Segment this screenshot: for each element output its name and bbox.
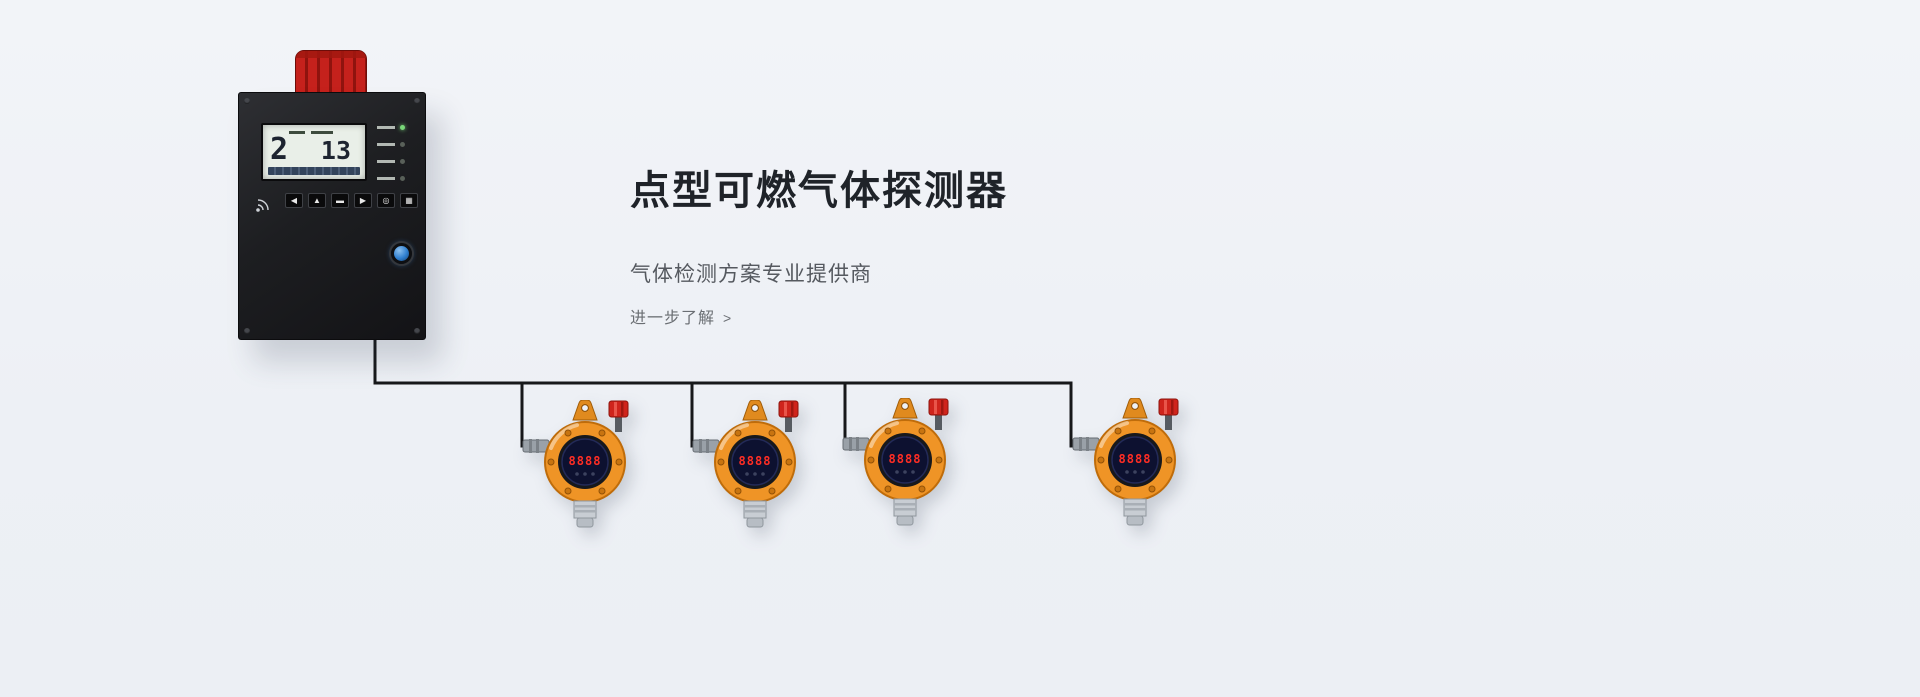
lcd-label	[289, 131, 305, 134]
cable-gland	[522, 439, 550, 453]
body-highlight	[549, 423, 579, 450]
screw-icon	[414, 328, 420, 334]
display-buttons	[575, 472, 595, 476]
body-highlight	[1099, 421, 1129, 448]
alarm-beacon	[295, 50, 367, 96]
gas-detector: 8888	[515, 399, 655, 530]
display-window	[731, 438, 779, 486]
status-indicator-panel	[377, 125, 415, 181]
display-window	[881, 436, 929, 484]
led-readout: 8888	[889, 452, 922, 466]
key-grid-icon: ▦	[400, 193, 418, 208]
key-menu-icon: ▬	[331, 193, 349, 208]
flange-bolts	[717, 429, 793, 495]
sensor-head	[1123, 498, 1147, 526]
product-subtitle: 气体检测方案专业提供商	[630, 263, 872, 286]
screw-icon	[244, 328, 250, 334]
bracket-hole	[1131, 402, 1139, 410]
key-left-icon: ◀	[285, 193, 303, 208]
body-highlight	[719, 423, 749, 450]
sensor-head	[893, 498, 917, 526]
bracket-hole	[581, 404, 589, 412]
body-highlight	[869, 421, 899, 448]
power-button	[391, 243, 412, 264]
indicator-label	[377, 126, 395, 129]
screw-icon	[244, 98, 250, 104]
display-buttons	[895, 470, 915, 474]
bracket-hole	[901, 402, 909, 410]
gas-detector: 8888	[835, 397, 975, 528]
led-indicator	[400, 176, 405, 181]
cable-gland	[842, 437, 870, 451]
led-indicator	[400, 159, 405, 164]
lcd-value-left: 2	[270, 132, 289, 167]
beacon-stalk	[1165, 412, 1172, 430]
beacon-stalk	[935, 412, 942, 430]
display-buttons	[745, 472, 765, 476]
gas-detector: 8888	[685, 399, 825, 530]
lcd-label	[311, 131, 333, 134]
beacon-stalk	[785, 414, 792, 432]
alarm-beacon-icon	[928, 398, 949, 416]
display-window	[561, 438, 609, 486]
gas-alarm-controller: 2 13 ◀ ▲ ▬ ▶ ◎ ▦	[238, 92, 426, 340]
learn-more-label: 进一步了解	[630, 310, 716, 327]
product-title: 点型可燃气体探测器	[630, 169, 1008, 213]
indicator-label	[377, 143, 395, 146]
cable-gland	[1072, 437, 1100, 451]
gas-detector-graphic: 8888	[522, 399, 629, 528]
led-readout: 8888	[1119, 452, 1152, 466]
hero-text-block: 点型可燃气体探测器 气体检测方案专业提供商 进一步了解 >	[630, 158, 1008, 328]
screw-icon	[414, 98, 420, 104]
beacon-stalk	[615, 414, 622, 432]
learn-more-link[interactable]: 进一步了解 >	[630, 304, 732, 328]
buzzer-icon	[256, 199, 269, 212]
display-window	[1111, 436, 1159, 484]
gas-detector-graphic: 8888	[692, 399, 799, 528]
alarm-beacon-icon	[778, 400, 799, 418]
indicator-label	[377, 160, 395, 163]
led-indicator	[400, 142, 405, 147]
flange-bolts	[867, 427, 943, 493]
led-readout: 8888	[739, 454, 772, 468]
chevron-right-icon: >	[723, 310, 733, 326]
lcd-value-right: 13	[320, 136, 351, 165]
cable-gland	[692, 439, 720, 453]
display-buttons	[1125, 470, 1145, 474]
alarm-beacon-icon	[1158, 398, 1179, 416]
lcd-status-strip	[268, 167, 360, 175]
indicator-label	[377, 177, 395, 180]
gas-detector-graphic: 8888	[842, 397, 949, 526]
alarm-beacon-icon	[608, 400, 629, 418]
key-right-icon: ▶	[354, 193, 372, 208]
flange-bolts	[1097, 427, 1173, 493]
bracket-hole	[751, 404, 759, 412]
key-ok-icon: ◎	[377, 193, 395, 208]
led-indicator	[400, 125, 405, 130]
flange-bolts	[547, 429, 623, 495]
gas-detector: 8888	[1065, 397, 1205, 528]
led-readout: 8888	[569, 454, 602, 468]
lcd-display: 2 13	[261, 123, 367, 181]
gas-detector-graphic: 8888	[1072, 397, 1179, 526]
sensor-head	[573, 500, 597, 528]
sensor-head	[743, 500, 767, 528]
key-up-icon: ▲	[308, 193, 326, 208]
keypad: ◀ ▲ ▬ ▶ ◎ ▦	[285, 193, 418, 208]
